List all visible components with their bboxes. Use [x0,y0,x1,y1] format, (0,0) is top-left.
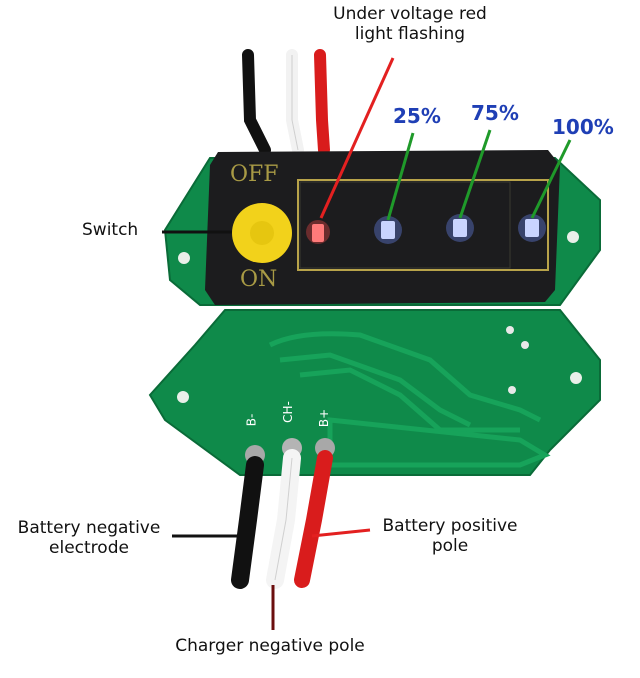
callout-lines [162,57,572,630]
b-minus-mark: B- [244,413,259,427]
under-voltage-line-2: light flashing [354,24,466,44]
battery-positive-line-1: Battery positive [382,516,518,536]
b-plus-mark: B+ [317,408,332,428]
switch-label: Switch [82,220,139,240]
lower-pcb [148,309,601,476]
ch-minus-mark: CH- [280,401,295,423]
level-75-label: 75% [471,101,519,125]
on-mark: ON [240,267,278,292]
off-mark: OFF [230,162,279,187]
callout-25 [386,132,415,221]
top-wires [242,49,330,156]
callout-75 [458,129,492,219]
charger-negative-label: Charger negative pole [175,636,365,656]
battery-negative-line-1: Battery negative [17,518,161,538]
under-voltage-line-1: Under voltage red [333,4,487,24]
led-blue-25 [374,216,402,244]
led-red [306,220,330,244]
led-blue-75 [446,214,474,242]
callout-100 [530,139,572,219]
battery-positive-label: Battery positive pole [370,516,530,556]
battery-negative-line-2: electrode [49,538,129,558]
battery-positive-line-2: pole [431,536,469,556]
lower-wires [231,449,333,589]
level-25-label: 25% [393,104,441,128]
battery-negative-label: Battery negative electrode [4,518,174,558]
callout-battery-positive [311,528,371,538]
under-voltage-label: Under voltage red light flashing [310,4,510,44]
led-blue-100 [518,214,546,242]
level-100-label: 100% [552,115,614,139]
callout-under-voltage [319,57,395,219]
switch-knob[interactable] [232,203,292,263]
